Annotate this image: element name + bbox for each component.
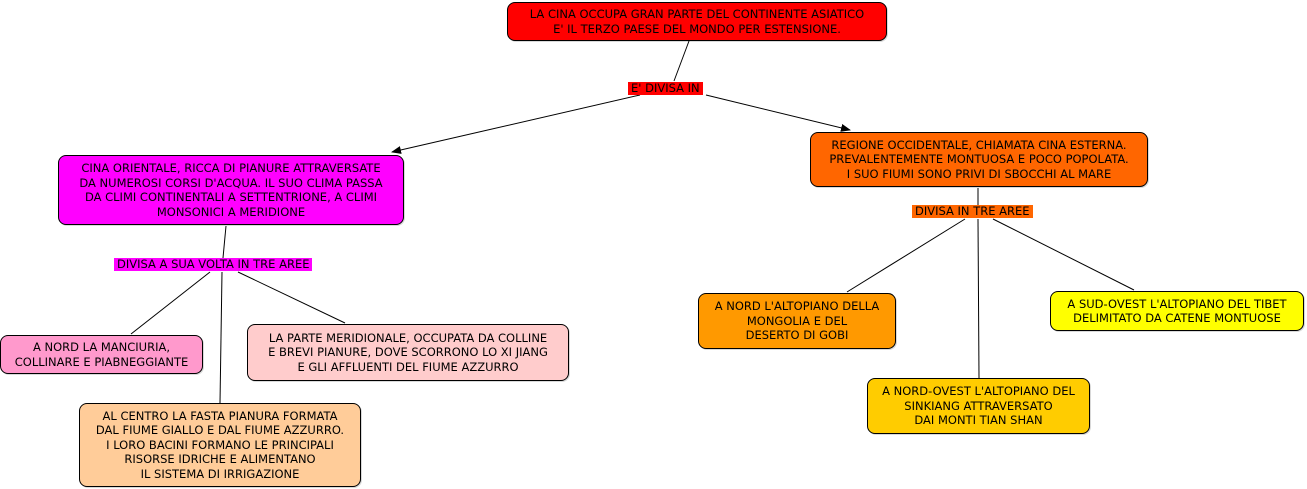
concept-text-line: LA PARTE MERIDIONALE, OCCUPATA DA COLLIN… (268, 330, 548, 345)
concept-text-line: IL SISTEMA DI IRRIGAZIONE (140, 466, 300, 481)
concept-text-line: DESERTO DI GOBI (745, 328, 849, 343)
concept-text-line: DAL FIUME GIALLO E DAL FIUME AZZURRO. (95, 423, 345, 438)
concept-text-line: A NORD-OVEST L'ALTOPIANO DEL (882, 384, 1075, 399)
concept-manciuria[interactable]: A NORD LA MANCIURIA,COLLINARE E PIABNEGG… (0, 335, 203, 374)
concept-text-line: A SUD-OVEST L'ALTOPIANO DEL TIBET (1067, 296, 1287, 311)
link-label-divisa-in: E' DIVISA IN (628, 82, 703, 95)
concept-text-line: A NORD LA MANCIURIA, (32, 340, 170, 354)
link-root-to-label (673, 40, 690, 82)
concept-eastern-china[interactable]: CINA ORIENTALE, RICCA DI PIANURE ATTRAVE… (58, 155, 404, 225)
concept-text-line: MONSONICI A MERIDIONE (156, 204, 306, 219)
concept-text-line: CINA ORIENTALE, RICCA DI PIANURE ATTRAVE… (81, 161, 381, 175)
concept-text-line: E GLI AFFLUENTI DEL FIUME AZZURRO (297, 359, 519, 374)
concept-root-china[interactable]: LA CINA OCCUPA GRAN PARTE DEL CONTINENTE… (507, 2, 887, 41)
concept-text-line: RISORSE IDRICHE E ALIMENTANO (124, 452, 316, 467)
concept-text-line: COLLINARE E PIABNEGGIANTE (14, 354, 189, 369)
concept-southern-part[interactable]: LA PARTE MERIDIONALE, OCCUPATA DA COLLIN… (247, 324, 569, 381)
link-label-to-sinkiang (977, 218, 980, 379)
concept-text-line: DA NUMEROSI CORSI D'ACQUA. IL SUO CLIMA … (79, 175, 383, 190)
link-label-tre-aree-ovest: DIVISA IN TRE AREE (912, 205, 1033, 218)
concept-text-line: I LORO BACINI FORMANO LE PRINCIPALI (106, 437, 334, 452)
concept-text-line: I SUO FIUMI SONO PRIVI DI SBOCCHI AL MAR… (846, 166, 1112, 181)
concept-text-line: SINKIANG ATTRAVERSATO (904, 398, 1053, 413)
link-label-to-centro (219, 271, 223, 404)
arrow-to-east (391, 94, 641, 154)
link-east-to-label (222, 225, 227, 259)
concept-text-line: DAI MONTI TIAN SHAN (914, 413, 1043, 428)
concept-text-line: LA CINA OCCUPA GRAN PARTE DEL CONTINENTE… (529, 7, 865, 21)
concept-text-line: MONGOLIA E DEL (746, 313, 848, 328)
concept-text-line: E' IL TERZO PAESE DEL MONDO PER ESTENSIO… (553, 21, 841, 36)
concept-text-line: E BREVI PIANURE, DOVE SCORRONO LO XI JIA… (268, 345, 548, 360)
link-label-to-mongolia (846, 218, 966, 293)
link-label-to-tibet (992, 218, 1135, 291)
concept-text-line: REGIONE OCCIDENTALE, CHIAMATA CINA ESTER… (831, 137, 1127, 152)
arrow-to-west (705, 94, 851, 132)
concept-text-line: PREVALENTEMENTE MONTUOSA E POCO POPOLATA… (829, 152, 1129, 167)
link-label-to-meridionale (237, 271, 346, 324)
link-label-to-manciuria (130, 271, 211, 335)
concept-text-line: DA CLIMI CONTINENTALI A SETTENTRIONE, A … (84, 190, 378, 204)
concept-text-line: DELIMITATO DA CATENE MONTUOSE (1073, 311, 1281, 325)
link-label-tre-aree-est: DIVISA A SUA VOLTA IN TRE AREE (114, 258, 313, 271)
concept-text-line: AL CENTRO LA FASTA PIANURA FORMATA (102, 408, 338, 423)
concept-text-line: A NORD L'ALTOPIANO DELLA (714, 299, 880, 314)
concept-western-china[interactable]: REGIONE OCCIDENTALE, CHIAMATA CINA ESTER… (810, 132, 1148, 187)
